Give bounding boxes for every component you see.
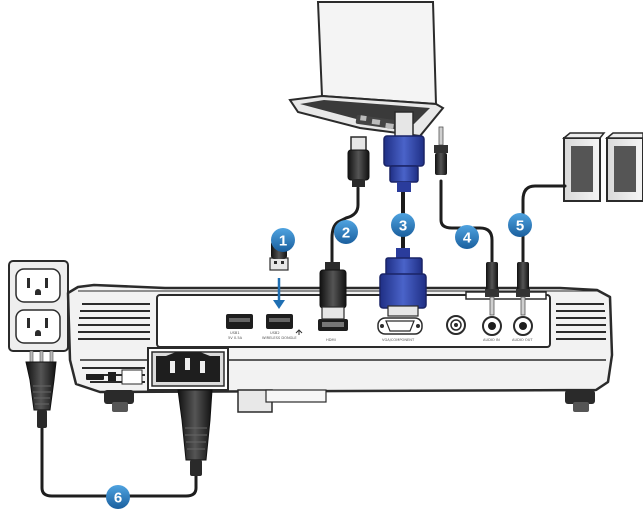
callout-1-badge: 1 (271, 228, 295, 252)
callout-5-number: 5 (516, 218, 524, 235)
callout-3-badge: 3 (391, 213, 415, 237)
audio-out-label: AUDIO OUT (512, 338, 533, 342)
power-plug-wall-end (25, 350, 57, 428)
callout-4-number: 4 (463, 230, 472, 247)
callout-1-number: 1 (279, 233, 287, 250)
audio-in-plug-projector-end (485, 262, 499, 316)
speakers (561, 132, 643, 202)
callout-5-badge: 5 (508, 213, 532, 237)
audio-out-port: AUDIO OUT (512, 316, 533, 342)
power-plug-projector-end (177, 389, 213, 476)
audio-in-label: AUDIO IN (483, 338, 500, 342)
vga-port: VGA/COMPONENT (377, 317, 423, 342)
vga-label: VGA/COMPONENT (382, 338, 415, 342)
hdmi-label: HDMI (326, 338, 336, 342)
power-inlet (147, 347, 229, 391)
wifi-icon (295, 329, 303, 335)
usb2-sub-label: WIRELESS DONGLE (262, 336, 297, 340)
callout-4-badge: 4 (455, 225, 479, 249)
callout-6-number: 6 (114, 490, 122, 507)
callout-3-number: 3 (399, 218, 407, 235)
callout-6-badge: 6 (106, 485, 130, 509)
audio-plug-laptop-end (434, 126, 448, 175)
wall-outlet (8, 260, 69, 352)
hdmi-port: HDMI (318, 319, 348, 342)
insert-arrow-icon (273, 278, 285, 309)
usb1-sub-label: 5V 0.5A (228, 336, 243, 340)
vga-plug-laptop-end (383, 111, 425, 192)
audio-out-plug-projector-end (516, 262, 530, 316)
usb1-label: USB1 (230, 331, 240, 335)
laptop (288, 1, 445, 138)
usb2-port: USB2 WIRELESS DONGLE (262, 314, 303, 340)
usb2-label: USB2 (270, 331, 280, 335)
vga-plug-projector-end (379, 248, 427, 317)
round-port (446, 315, 466, 335)
hdmi-plug-projector-end (319, 262, 347, 320)
hdmi-plug-laptop-end (347, 136, 370, 187)
audio-in-port: AUDIO IN (482, 316, 502, 342)
callout-2-badge: 2 (334, 220, 358, 244)
usb1-port: USB1 5V 0.5A (226, 314, 253, 340)
callout-2-number: 2 (342, 225, 350, 242)
